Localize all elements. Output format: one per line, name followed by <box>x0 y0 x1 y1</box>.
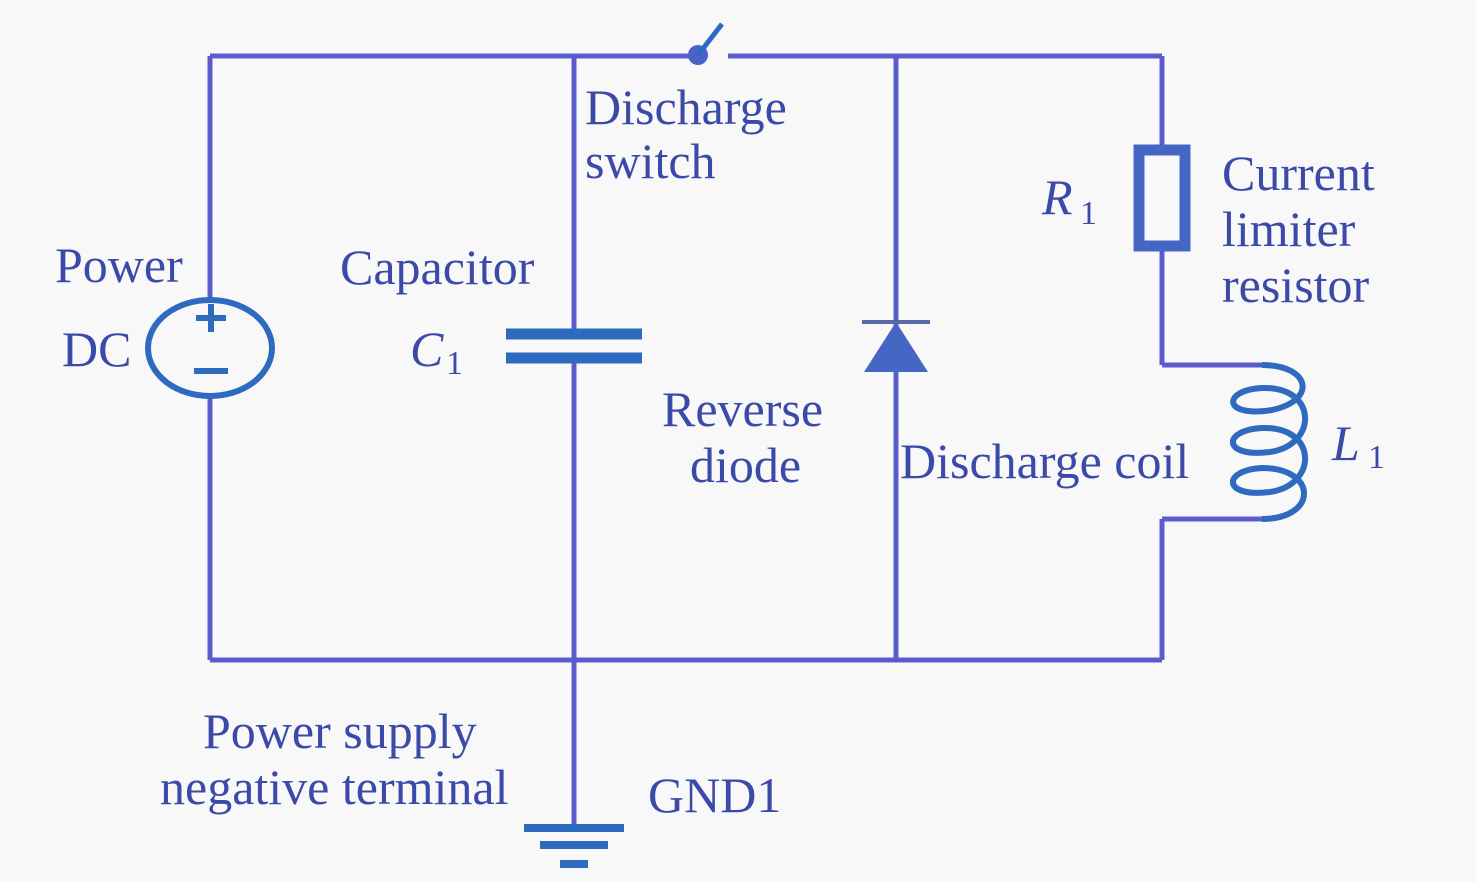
source-circle <box>145 297 275 399</box>
coil-label: Discharge coil <box>900 433 1189 489</box>
capacitor-c1 <box>506 328 642 364</box>
reverse-diode <box>862 320 930 372</box>
resistor-body-icon <box>1133 144 1191 252</box>
power-label: Power <box>55 237 183 293</box>
dc-label: DC <box>62 321 131 377</box>
resistor-label-line2: limiter <box>1222 201 1356 257</box>
wires <box>207 53 1265 825</box>
resistor-r1 <box>1133 144 1191 252</box>
discharge-coil-l1 <box>1230 362 1308 522</box>
resistor-label-line3: resistor <box>1222 257 1370 313</box>
gnd-name-label: GND1 <box>648 767 781 823</box>
diode-label-line2: diode <box>690 437 801 493</box>
capacitor-subscript: 1 <box>446 345 463 382</box>
discharge-switch <box>688 22 724 65</box>
diode-triangle-icon <box>864 322 928 372</box>
switch-lever-icon <box>696 22 724 57</box>
dc-power-source <box>145 297 275 399</box>
diode-label-line1: Reverse <box>662 381 823 437</box>
coil-winding-icon <box>1230 362 1308 522</box>
resistor-subscript: 1 <box>1080 195 1097 232</box>
capacitor-symbol: C <box>410 321 444 377</box>
ground-symbol <box>524 824 624 868</box>
capacitor-label: Capacitor <box>340 239 535 295</box>
resistor-label-line1: Current <box>1222 145 1375 201</box>
coil-symbol: L <box>1331 415 1360 471</box>
resistor-symbol: R <box>1041 169 1073 225</box>
coil-subscript: 1 <box>1368 439 1385 476</box>
switch-label-line1: Discharge <box>585 79 787 135</box>
switch-label-line2: switch <box>585 133 716 189</box>
ground-label-line1: Power supply <box>203 703 477 759</box>
ground-label-line2: negative terminal <box>160 759 508 815</box>
